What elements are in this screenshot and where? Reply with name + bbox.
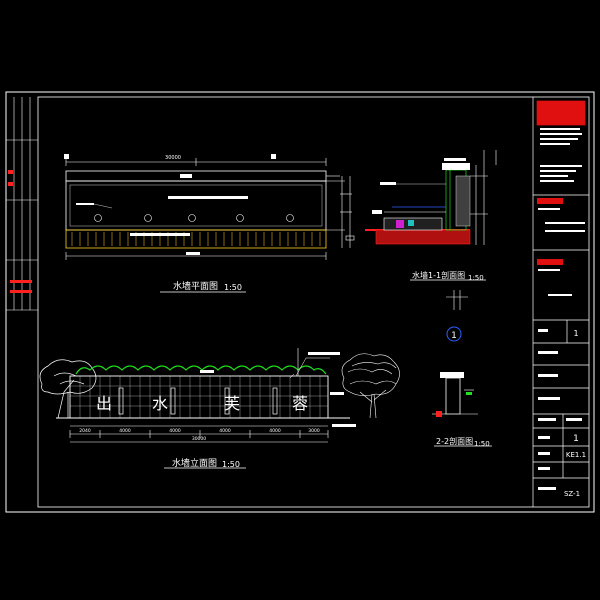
detail-marker-circle — [446, 326, 462, 342]
elevation-piers — [118, 387, 278, 415]
elev-dim-seg-2: 4000 — [119, 428, 131, 434]
elevation-panel-grid — [70, 376, 328, 418]
elevation-view — [39, 348, 400, 469]
inner-frame — [37, 96, 590, 508]
elev-dim-seg-6: 3000 — [308, 428, 320, 434]
plan-fountain-nozzles — [94, 214, 294, 222]
plan-hatch-pool — [71, 232, 321, 246]
section-pier-detail — [446, 290, 468, 310]
elevation-char-4: 蓉 — [292, 394, 308, 413]
elevation-view-title: 水墙立面图 — [172, 457, 217, 469]
section-view-scale: 1:50 — [468, 274, 484, 282]
plan-view-scale: 1:50 — [224, 283, 242, 292]
elevation-char-2: 水 — [152, 394, 168, 413]
title-block — [532, 97, 589, 507]
section-view — [365, 150, 497, 281]
title-drawing-no: KE1.1 — [566, 451, 586, 459]
title-sheet-code: SZ-1 — [564, 490, 580, 498]
title-misc-no: 1 — [573, 434, 579, 444]
plan-view — [64, 154, 355, 293]
elevation-view-scale: 1:50 — [222, 460, 240, 469]
detail-2-2 — [432, 372, 492, 447]
elev-dim-seg-5: 4000 — [269, 428, 281, 434]
right-tree-outline — [341, 353, 400, 419]
elev-dim-seg-3: 4000 — [169, 428, 181, 434]
elevation-char-3: 芙 — [224, 394, 240, 413]
plan-view-title: 水墙平面图 — [173, 280, 218, 292]
detail-view-title: 2-2剖面图 — [436, 436, 473, 446]
outer-frame — [5, 91, 595, 513]
elev-dim-seg-4: 4000 — [219, 428, 231, 434]
plan-dim-top: 30000 — [165, 155, 181, 161]
detail-view-scale: 1:50 — [474, 440, 490, 448]
title-scale-value: 1 — [573, 329, 578, 338]
left-binding-strip — [6, 97, 38, 311]
elev-dim-total: 30000 — [192, 436, 206, 442]
elevation-char-1: 出 — [96, 394, 112, 413]
detail-marker-number: 1 — [451, 331, 457, 341]
elev-dim-seg-1: 2040 — [79, 428, 91, 434]
section-view-title: 水墙1-1剖面图 — [412, 270, 465, 280]
left-tree-outline — [39, 359, 97, 419]
